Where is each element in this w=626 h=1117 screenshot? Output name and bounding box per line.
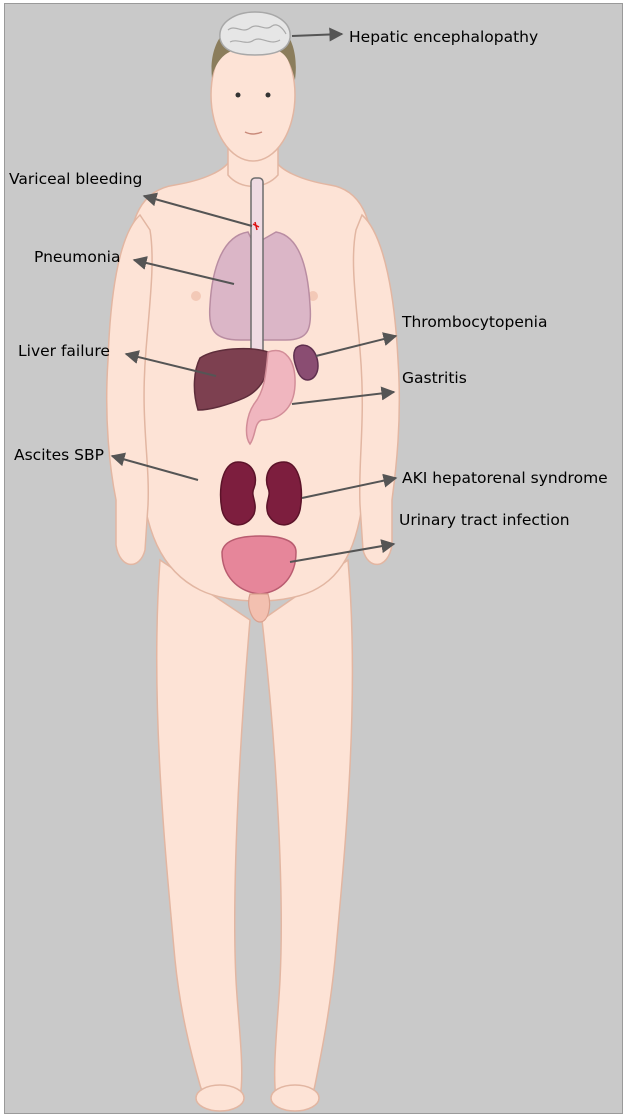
- right-foot: [271, 1085, 319, 1111]
- left-eye: [236, 93, 241, 98]
- right-kidney-icon: [267, 462, 302, 525]
- label-urinary-tract-infection: Urinary tract infection: [399, 513, 570, 529]
- label-thrombocytopenia: Thrombocytopenia: [402, 315, 548, 331]
- label-gastritis: Gastritis: [402, 371, 467, 387]
- right-eye: [266, 93, 271, 98]
- left-foot: [196, 1085, 244, 1111]
- label-aki-hepatorenal-syndrome: AKI hepatorenal syndrome: [402, 471, 608, 487]
- label-pneumonia: Pneumonia: [34, 250, 120, 266]
- right-leg: [262, 560, 352, 1104]
- left-kidney-icon: [221, 462, 256, 525]
- label-hepatic-encephalopathy: Hepatic encephalopathy: [349, 30, 538, 46]
- brain-icon: [220, 12, 290, 55]
- label-liver-failure: Liver failure: [18, 344, 110, 360]
- label-ascites-sbp: Ascites SBP: [14, 448, 104, 464]
- left-nipple: [191, 291, 201, 301]
- arrow-hepatic-encephalopathy: [292, 34, 342, 36]
- genitals: [249, 594, 270, 622]
- left-leg: [157, 560, 250, 1104]
- label-variceal-bleeding: Variceal bleeding: [9, 172, 142, 188]
- esophagus-icon: [251, 178, 263, 354]
